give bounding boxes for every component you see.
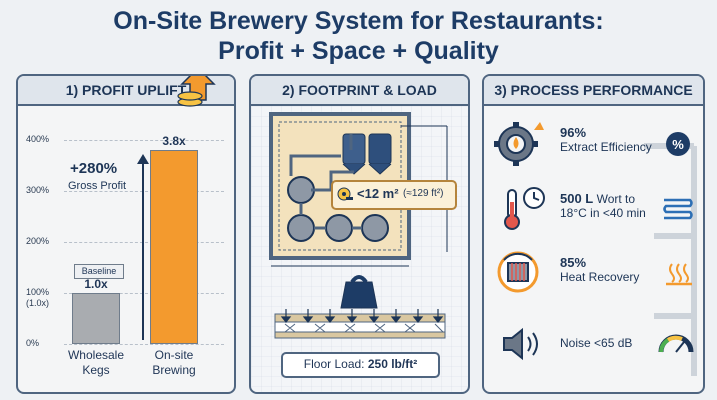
- footprint-panel-header: 2) FOOTPRINT & LOAD: [251, 76, 468, 106]
- heat-recovery-label: Heat Recovery: [560, 270, 640, 284]
- metric-wort-cooling: 500 L Wort to 18°C in <40 min: [494, 184, 694, 234]
- y-tick-label: 0%: [26, 338, 40, 348]
- title-line-1: On-Site Brewery System for Restaurants:: [113, 7, 604, 35]
- gauge-icon: [658, 334, 694, 353]
- heat-waves-icon: [666, 263, 692, 286]
- svg-text:%: %: [672, 137, 684, 152]
- noise-label: Noise <65 dB: [560, 336, 633, 350]
- brewery-floorplan-illustration: [251, 106, 468, 392]
- title-line-2: Profit + Space + Quality: [218, 37, 499, 65]
- bar-value-label: 3.8x: [162, 134, 186, 149]
- tape-measure-icon: [337, 187, 353, 201]
- coins-arrow-icon: [177, 76, 216, 107]
- footprint-callout: <12 m² (≈129 ft²): [331, 180, 457, 210]
- y-tick-label: 200%: [26, 236, 50, 246]
- uplift-arrow: [137, 154, 149, 340]
- heat-recovery-value: 85%: [560, 255, 587, 270]
- cooling-coil-icon: [663, 198, 693, 220]
- y-tick-label: 100% (1.0x): [26, 287, 50, 308]
- process-performance-panel: 3) PROCESS PERFORMANCE 96% Extract Effic…: [482, 74, 705, 394]
- footprint-area: <12 m²: [357, 186, 399, 201]
- gear-drop-icon: [494, 122, 544, 166]
- wort-label: Wort to: [596, 192, 636, 206]
- process-panel-header: 3) PROCESS PERFORMANCE: [484, 76, 703, 106]
- wort-time-label: 18°C in <40 min: [560, 206, 646, 220]
- extract-efficiency-value: 96%: [560, 125, 587, 140]
- gridline: [64, 344, 224, 345]
- metric-extract-efficiency: 96% Extract Efficiency %: [494, 118, 694, 168]
- extract-efficiency-label: Extract Efficiency: [560, 140, 652, 154]
- floor-load-callout: Floor Load: 250 lb/ft²: [281, 352, 440, 378]
- bar: [150, 150, 198, 344]
- gridline: [64, 140, 224, 141]
- footprint-load-panel: 2) FOOTPRINT & LOAD: [249, 74, 470, 394]
- uplift-value: +280%: [70, 160, 118, 177]
- speaker-icon: [503, 327, 538, 361]
- page-title: On-Site Brewery System for Restaurants: …: [0, 6, 717, 66]
- baseline-label: Baseline: [74, 264, 124, 279]
- wort-volume-value: 500 L: [560, 191, 594, 206]
- profit-uplift-panel: 1) PROFIT UPLIFT 0%100% (1.0x)200%300%40…: [16, 74, 236, 394]
- percent-badge-icon: %: [666, 132, 690, 156]
- floor-load-value: 250 lb/ft²: [367, 357, 418, 371]
- footprint-area-sqft: (≈129 ft²): [403, 188, 444, 199]
- thermometer-clock-icon: [504, 187, 545, 230]
- y-tick-label: 400%: [26, 134, 50, 144]
- heat-exchanger-icon: [497, 251, 539, 293]
- uplift-label: Gross Profit: [68, 180, 127, 192]
- y-tick-label: 300%: [26, 185, 50, 195]
- bar-value-label: 1.0x: [84, 277, 108, 291]
- floor-load-label: Floor Load:: [303, 357, 365, 371]
- bar: [72, 293, 120, 344]
- metric-noise: Noise <65 dB: [494, 320, 694, 370]
- metric-heat-recovery: 85% Heat Recovery: [494, 248, 694, 298]
